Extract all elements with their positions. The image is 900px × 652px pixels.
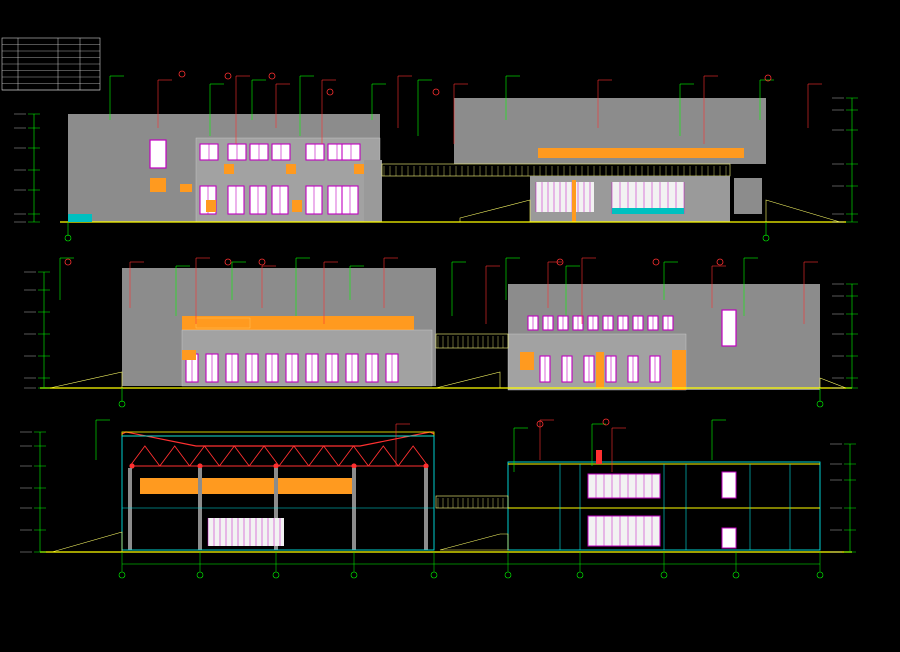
elev1-glazing-left xyxy=(536,182,594,212)
elev1-base-plinth xyxy=(68,214,92,222)
hall-column xyxy=(128,468,132,550)
section-grid-marker xyxy=(816,571,824,579)
elev1-orange-band xyxy=(538,148,744,158)
section-red-mark xyxy=(596,450,602,464)
hall-column xyxy=(424,468,428,550)
section-hall-doors xyxy=(208,518,284,546)
truss-node xyxy=(351,463,357,469)
section-view xyxy=(40,431,852,579)
truss-node xyxy=(129,463,135,469)
elev1-orange-column xyxy=(572,180,576,222)
elev1-orange-panel xyxy=(286,164,296,174)
callout-bubble xyxy=(652,258,660,266)
hall-column xyxy=(198,468,202,550)
truss-node xyxy=(423,463,429,469)
elevation-2 xyxy=(40,268,852,408)
section-lower-windows xyxy=(587,515,661,547)
section-grid-marker xyxy=(430,571,438,579)
elev1-right-annex xyxy=(734,178,762,214)
callout-bubble xyxy=(268,72,276,80)
callout-bubble xyxy=(602,418,610,426)
elev2-side-window xyxy=(721,309,737,347)
section-hall-outline xyxy=(121,435,435,551)
section-grid-marker xyxy=(660,571,668,579)
elev1-side-orange-panel xyxy=(150,178,166,192)
truss-node xyxy=(197,463,203,469)
section-grid-marker xyxy=(272,571,280,579)
callout-bubble xyxy=(432,88,440,96)
callout-bubble xyxy=(556,258,564,266)
elev1-orange-panel xyxy=(354,164,364,174)
section-link-corridor xyxy=(435,495,509,509)
callout-bubble xyxy=(326,88,334,96)
section-upper-windows xyxy=(587,473,661,499)
section-grid-marker xyxy=(118,571,126,579)
elev1-small-orange xyxy=(180,184,192,192)
elev1-orange-panel xyxy=(206,200,216,212)
callout-bubble xyxy=(178,70,186,78)
callout-bubble xyxy=(224,258,232,266)
callout-bubble xyxy=(716,258,724,266)
elev2-grid-marker-right xyxy=(816,400,824,408)
elev1-side-window-upper xyxy=(149,139,167,169)
section-grid-marker xyxy=(350,571,358,579)
truss-node xyxy=(273,463,279,469)
annotation-leaders xyxy=(59,70,822,472)
section-orange-band xyxy=(140,478,352,494)
elev1-grid-marker-left xyxy=(64,234,72,242)
elev1-grid-marker-right xyxy=(762,234,770,242)
level-dimensions xyxy=(14,97,858,553)
hall-column xyxy=(352,468,356,550)
callout-bubble xyxy=(764,74,772,82)
section-grid-marker xyxy=(196,571,204,579)
elev1-stair-core xyxy=(364,160,382,222)
elev2-grid-marker-left xyxy=(118,400,126,408)
callout-bubble xyxy=(536,420,544,428)
section-grid-marker xyxy=(576,571,584,579)
hall-column xyxy=(274,468,278,550)
callout-bubble xyxy=(258,258,266,266)
elev1-orange-panel xyxy=(224,164,234,174)
callout-bubble xyxy=(224,72,232,80)
section-grid-marker xyxy=(504,571,512,579)
legend-table xyxy=(1,37,101,91)
section-grid-marker xyxy=(732,571,740,579)
callout-bubble xyxy=(64,258,72,266)
elev2-link-roof xyxy=(435,333,509,349)
elev1-orange-panel xyxy=(292,200,302,212)
